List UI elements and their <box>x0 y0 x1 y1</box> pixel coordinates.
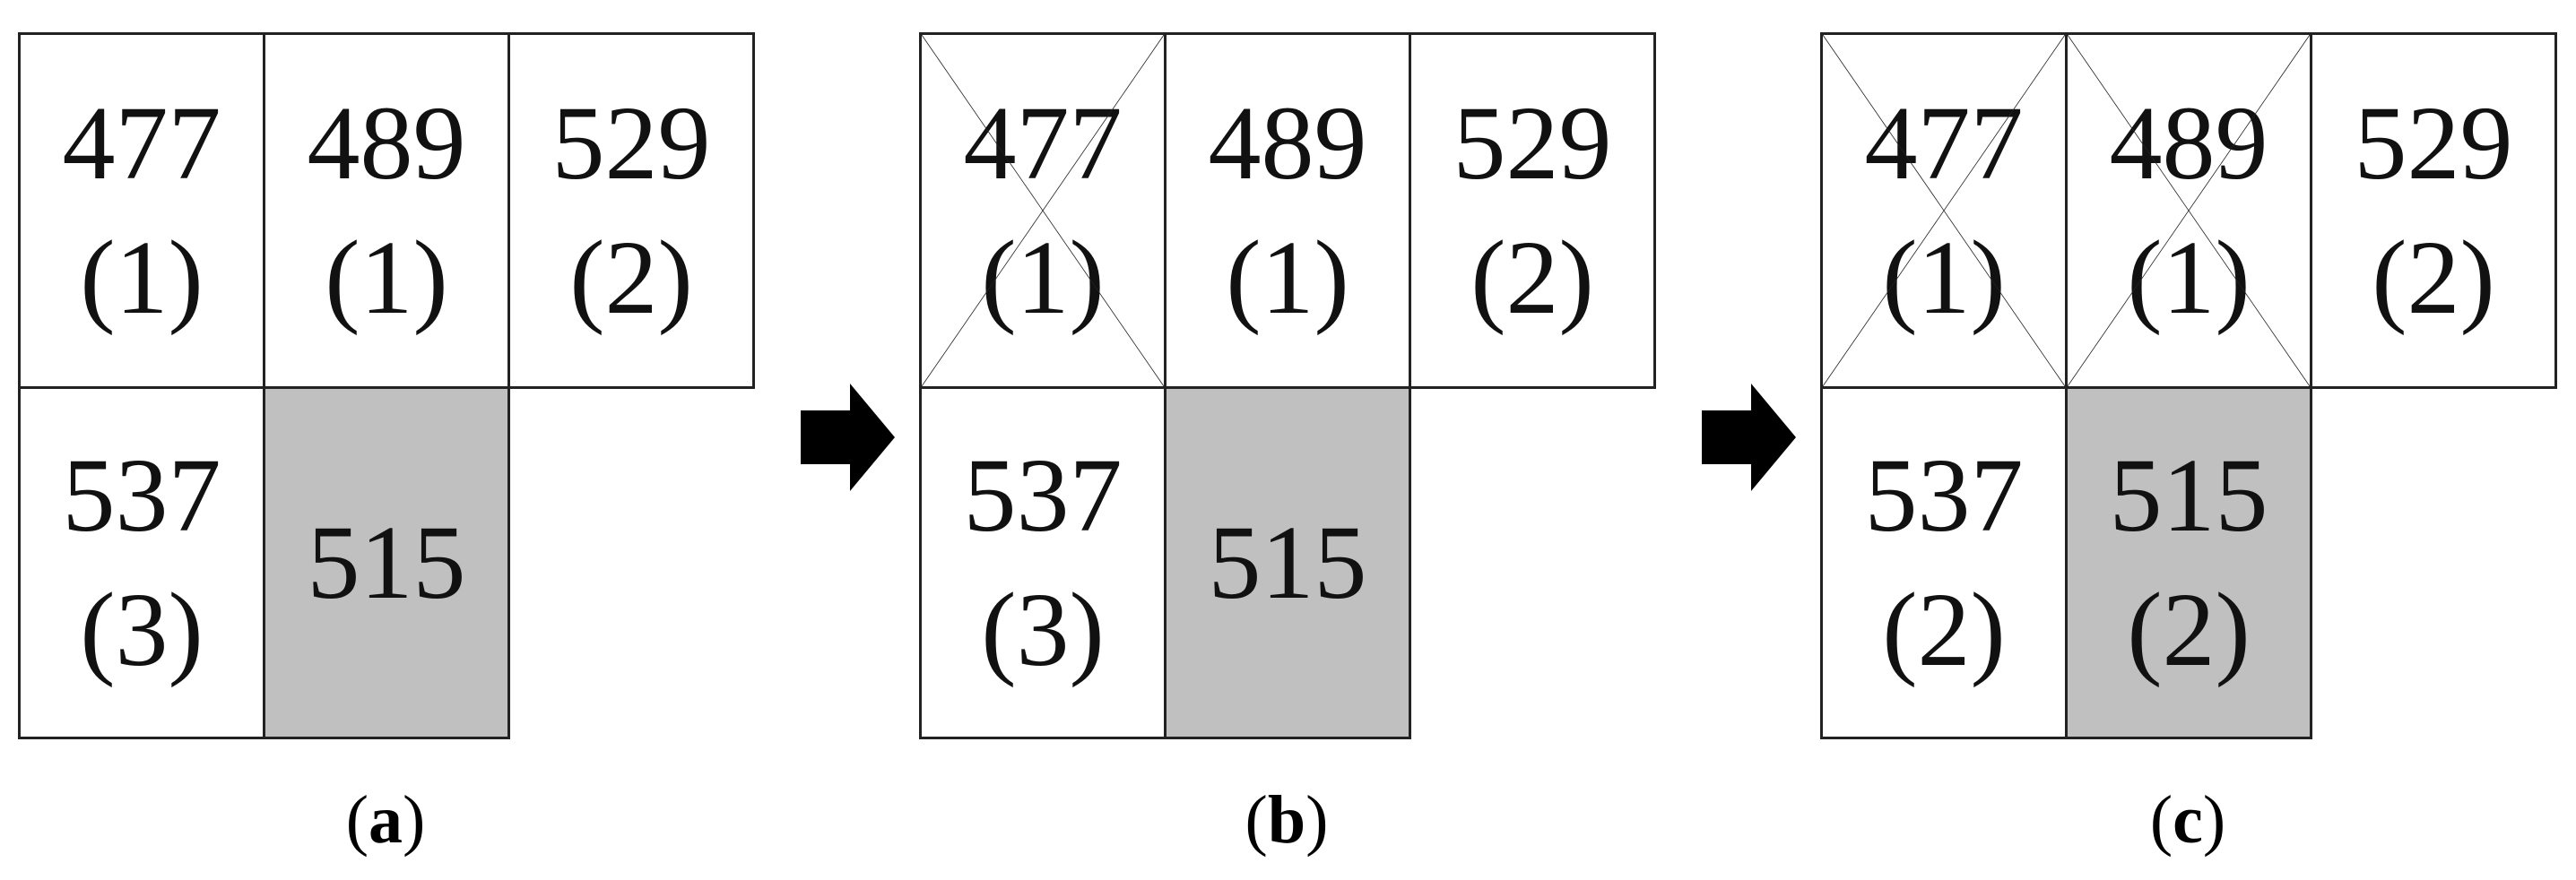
cell-value: 529 <box>2354 84 2513 202</box>
cell-r1c3: 529 (2) <box>507 32 755 389</box>
cell-count: (2) <box>1882 571 2006 688</box>
cell-count: (1) <box>981 219 1105 336</box>
caption-letter: c <box>2173 782 2203 858</box>
right-arrow-icon <box>1702 384 1796 491</box>
cell-value: 529 <box>551 84 711 202</box>
cell-value: 489 <box>307 84 466 202</box>
cell-value: 515 <box>1208 504 1367 621</box>
cell-value: 537 <box>963 436 1123 554</box>
panel-caption: (c) <box>2149 782 2226 858</box>
right-arrow-icon <box>801 384 895 491</box>
cross-out-icon <box>2068 35 2310 386</box>
cell-value: 489 <box>1208 84 1367 202</box>
panel-a: 477 (1) 489 (1) 529 (2) 537 (3) 515 (a) <box>0 0 807 880</box>
caption-letter: a <box>369 782 403 858</box>
cell-count: (3) <box>981 571 1105 688</box>
cell-count: (1) <box>1226 219 1349 336</box>
panel-b: 477 (1) 489 (1) 529 (2) 537 (3) 515 (b) <box>901 0 1708 880</box>
cell-count: (1) <box>80 219 204 336</box>
cell-value: 515 <box>2109 436 2268 554</box>
cell-count: (2) <box>2372 219 2495 336</box>
cell-value: 515 <box>307 504 466 621</box>
cell-r1c3: 529 (2) <box>1409 32 1656 389</box>
cell-value: 477 <box>963 84 1123 202</box>
cell-r2c1: 537 (2) <box>1820 386 2068 739</box>
cell-value: 529 <box>1453 84 1612 202</box>
cell-r1c1: 477 (1) <box>1820 32 2068 389</box>
cell-value: 537 <box>62 436 221 554</box>
cell-r1c3: 529 (2) <box>2310 32 2557 389</box>
cell-count: (2) <box>569 219 693 336</box>
cross-out-icon <box>922 35 1164 386</box>
panel-caption: (b) <box>1245 782 1329 858</box>
cell-count: (1) <box>2127 219 2251 336</box>
cell-value: 489 <box>2109 84 2268 202</box>
cell-r1c2: 489 (1) <box>1164 32 1411 389</box>
panel-c: 477 (1) 489 (1) 529 (2) 537 (2) 515 (2) … <box>1802 0 2576 880</box>
cell-value: 477 <box>1864 84 2024 202</box>
cell-r1c2: 489 (1) <box>263 32 510 389</box>
cell-r1c2: 489 (1) <box>2065 32 2312 389</box>
cell-count: (3) <box>80 571 204 688</box>
cell-r2c2: 515 (2) <box>2065 386 2312 739</box>
cell-r2c1: 537 (3) <box>18 386 265 739</box>
cell-r2c2: 515 <box>263 386 510 739</box>
cell-r2c2: 515 <box>1164 386 1411 739</box>
cell-value: 537 <box>1864 436 2024 554</box>
cell-count: (2) <box>1470 219 1594 336</box>
cross-out-icon <box>1823 35 2065 386</box>
cell-r1c1: 477 (1) <box>18 32 265 389</box>
cell-count: (2) <box>2127 571 2251 688</box>
cell-value: 477 <box>62 84 221 202</box>
cell-r2c1: 537 (3) <box>919 386 1167 739</box>
cell-r1c1: 477 (1) <box>919 32 1167 389</box>
caption-letter: b <box>1267 782 1306 858</box>
cell-count: (1) <box>325 219 448 336</box>
cell-count: (1) <box>1882 219 2006 336</box>
panel-caption: (a) <box>345 782 426 858</box>
